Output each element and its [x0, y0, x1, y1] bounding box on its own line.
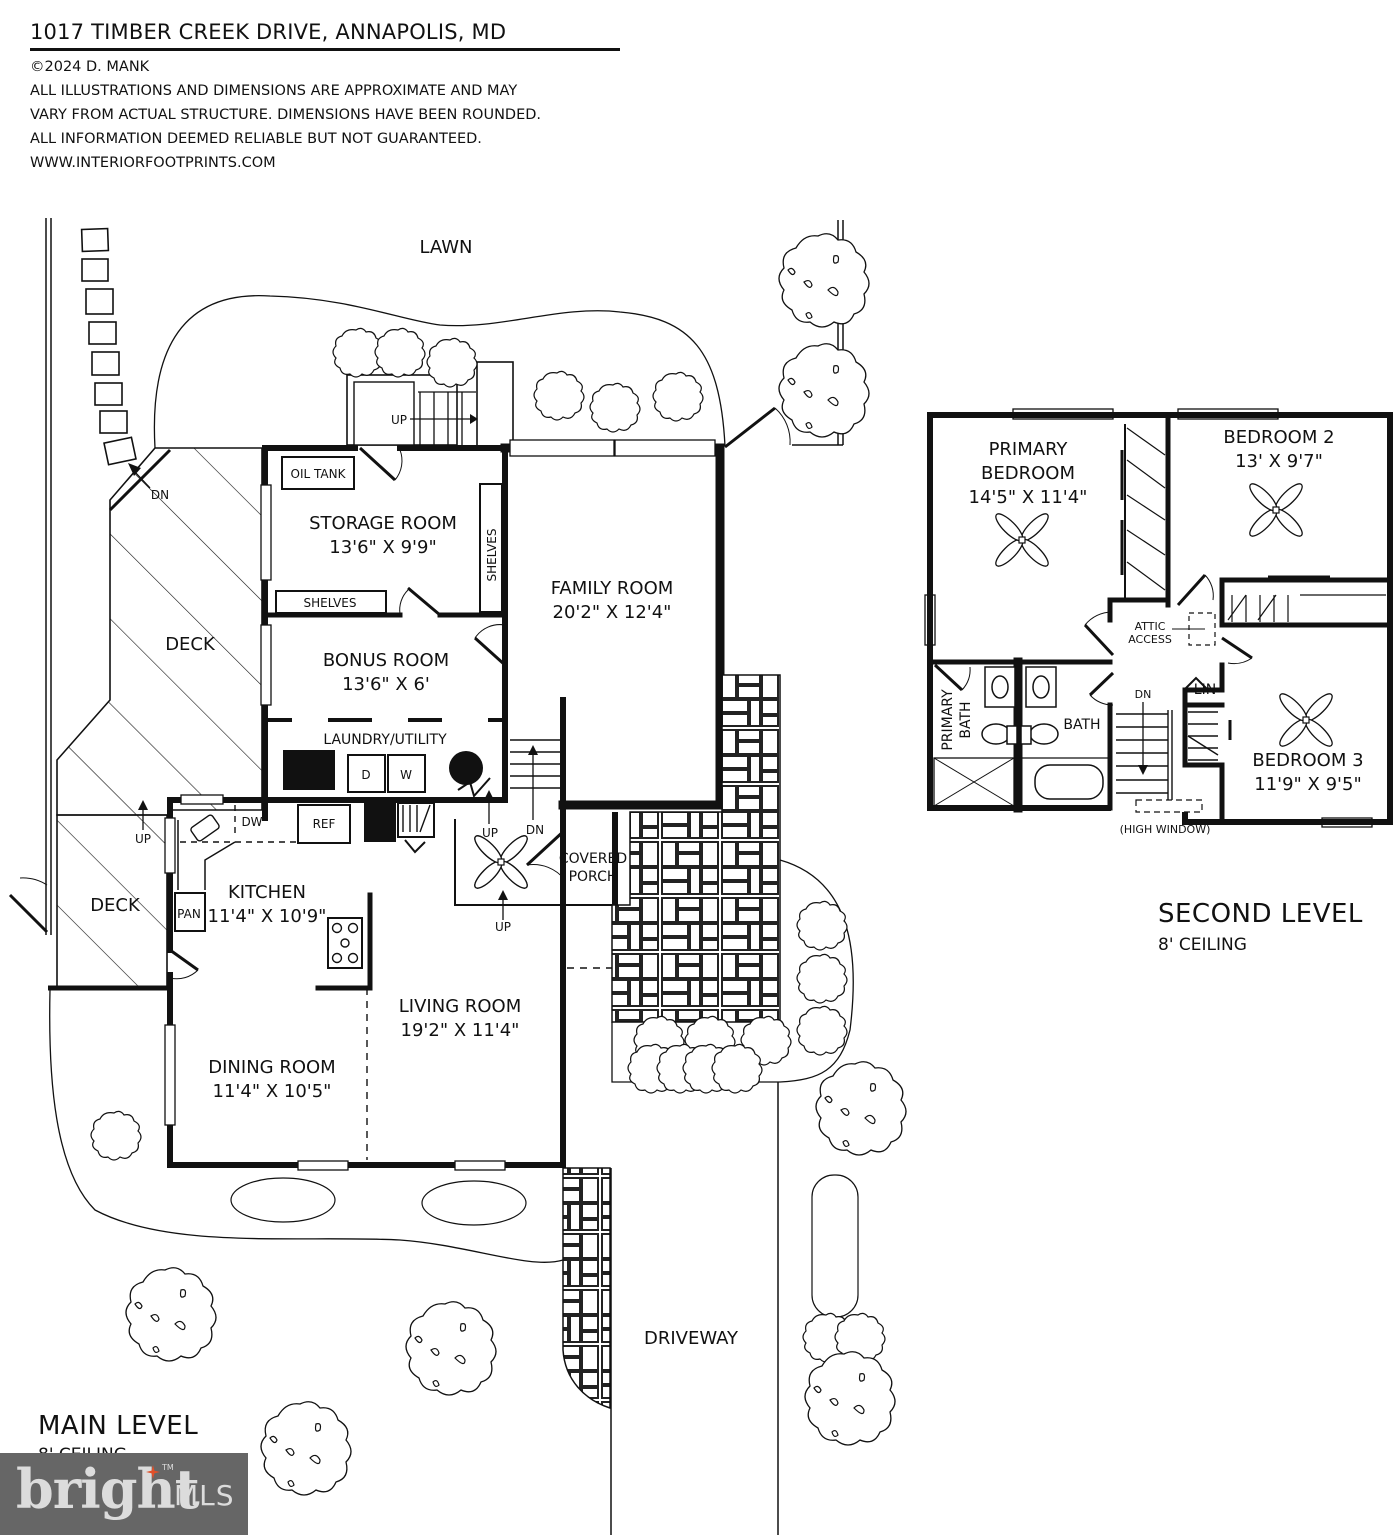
label-entry-up: UP [495, 920, 511, 934]
refrigerator [297, 804, 351, 844]
stone-walkway [562, 1167, 611, 1410]
plan-header: 1017 TIMBER CREEK DRIVE, ANNAPOLIS, MD ©… [30, 18, 620, 175]
label-bath: BATH [1063, 717, 1100, 733]
label-bedroom-3: BEDROOM 3 [1252, 750, 1363, 771]
label-dining-dims: 11'4" X 10'5" [213, 1081, 332, 1102]
label-primary-bedroom-dims: 14'5" X 11'4" [969, 487, 1088, 508]
shelves-vertical [479, 483, 503, 613]
label-dryer: D [361, 768, 370, 782]
disclaimer-line: ALL ILLUSTRATIONS AND DIMENSIONS ARE APP… [30, 83, 518, 99]
disclaimer-line: VARY FROM ACTUAL STRUCTURE. DIMENSIONS H… [30, 107, 542, 123]
label-foyer-up: UP [482, 826, 498, 840]
range [327, 917, 363, 969]
label-covered-porch-2: PORCH [569, 869, 618, 885]
label-living-room: LIVING ROOM [399, 996, 521, 1017]
label-family-room: FAMILY ROOM [551, 578, 674, 599]
label-refrigerator: REF [313, 817, 336, 831]
washer [387, 754, 426, 793]
label-dining-room: DINING ROOM [208, 1057, 335, 1078]
landscaping [90, 233, 907, 1496]
label-storage-room: STORAGE ROOM [309, 513, 457, 534]
label-living-dims: 19'2" X 11'4" [401, 1020, 520, 1041]
dryer [347, 754, 386, 793]
label-deck-stairs-up: UP [135, 832, 151, 846]
copyright-text: ©2024 D. MANK [30, 59, 150, 75]
label-kitchen-dims: 11'4" X 10'9" [208, 906, 327, 927]
label-laundry-utility: LAUNDRY/UTILITY [323, 732, 447, 748]
label-high-window: (HIGH WINDOW) [1120, 823, 1211, 836]
label-deck-stairs-dn: DN [151, 488, 169, 502]
label-attic-1: ATTIC [1135, 620, 1166, 633]
label-foyer-dn: DN [526, 823, 544, 837]
website-text: WWW.INTERIORFOOTPRINTS.COM [30, 155, 276, 171]
label-primary-bedroom-1: PRIMARY [989, 439, 1069, 460]
upper-deck [56, 447, 263, 816]
label-lawn: LAWN [419, 237, 472, 258]
label-deck-upper: DECK [165, 634, 216, 655]
label-family-dims: 20'2" X 12'4" [553, 602, 672, 623]
main-level-title: MAIN LEVEL [38, 1411, 199, 1441]
stepping-stones [80, 227, 137, 466]
label-deck-lower: DECK [90, 895, 141, 916]
lawn-bed-outline [153, 295, 726, 449]
property-address-title: 1017 TIMBER CREEK DRIVE, ANNAPOLIS, MD [30, 20, 507, 44]
second-level-title: SECOND LEVEL [1158, 899, 1363, 929]
label-linen: LIN [1194, 682, 1216, 698]
label-washer: W [400, 768, 412, 782]
label-bedroom-2-dims: 13' X 9'7" [1235, 451, 1323, 472]
watermark-brand: bright [16, 1457, 200, 1521]
stone-patio [611, 674, 781, 1023]
bright-mls-watermark: bright TM MLS [0, 1453, 248, 1535]
trademark-mark: TM [162, 1463, 174, 1472]
watermark-mls: MLS [174, 1479, 235, 1512]
label-bedroom-3-dims: 11'9" X 9'5" [1254, 774, 1362, 795]
disclaimer-block: ©2024 D. MANK ALL ILLUSTRATIONS AND DIME… [30, 55, 620, 175]
label-covered-porch-1: COVERED [559, 851, 627, 867]
pantry [174, 892, 206, 932]
oil-tank [281, 456, 355, 490]
second-level-ceiling: 8' CEILING [1158, 935, 1247, 955]
title-underline [30, 48, 620, 51]
label-rear-stairs-up: UP [391, 413, 407, 427]
furnace [283, 750, 335, 790]
label-bonus-room: BONUS ROOM [323, 650, 449, 671]
disclaimer-line: ALL INFORMATION DEEMED RELIABLE BUT NOT … [30, 131, 482, 147]
label-attic-2: ACCESS [1128, 633, 1172, 646]
label-dishwasher: DW [241, 815, 262, 829]
label-primary-bath-2: BATH [958, 701, 974, 738]
label-pantry: PAN [177, 907, 201, 921]
label-shelves-vertical: SHELVES [485, 529, 499, 582]
label-primary-bedroom-2: BEDROOM [981, 463, 1075, 484]
label-bedroom-2: BEDROOM 2 [1223, 427, 1334, 448]
label-kitchen: KITCHEN [228, 882, 306, 903]
label-shelves-horizontal: SHELVES [304, 596, 357, 610]
label-primary-bath-1: PRIMARY [940, 689, 956, 751]
label-bonus-dims: 13'6" X 6' [342, 674, 430, 695]
label-driveway: DRIVEWAY [644, 1328, 739, 1349]
water-heater [449, 751, 483, 785]
label-storage-dims: 13'6" X 9'9" [329, 537, 437, 558]
shelves-horizontal [275, 590, 387, 614]
label-oil-tank: OIL TANK [291, 467, 347, 481]
sparkle-icon [146, 1465, 160, 1479]
label-second-stairs-dn: DN [1135, 688, 1152, 701]
